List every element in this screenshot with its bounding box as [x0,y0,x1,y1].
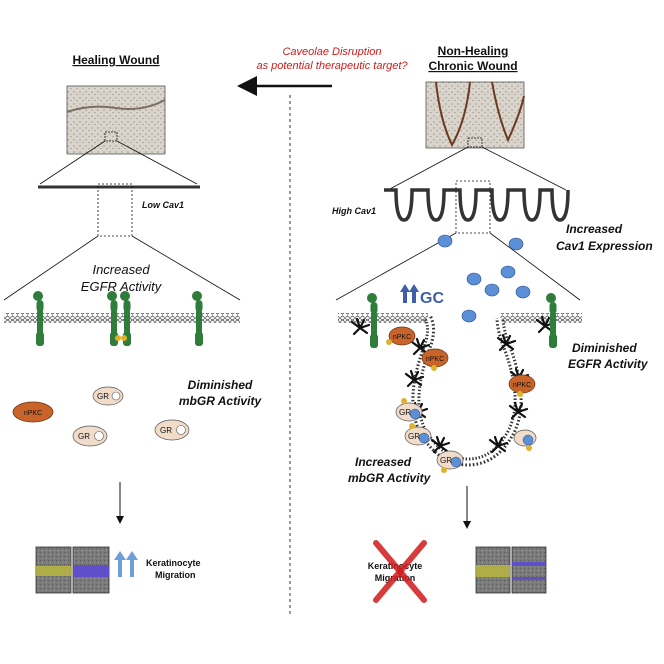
target-text-2: as potential therapeutic target? [256,60,408,72]
high-cav1-label: High Cav1 [332,206,376,216]
svg-text:nPKC: nPKC [393,334,411,341]
left-migration-label-2: Migration [155,570,196,580]
right-egfr-label-1: Diminished [572,341,637,355]
left-mbgr-label-2: mbGR Activity [179,394,263,408]
gc-up-arrows [400,284,419,303]
gr-molecule: GR [436,450,464,470]
npkc-molecule [12,401,54,423]
gc-molecules [437,234,531,323]
svg-text:nPKC: nPKC [513,382,531,389]
left-migration-images [35,546,110,594]
npkc-molecule: nPKC [508,374,536,394]
gr-molecule: GR [92,386,124,406]
svg-text:GR: GR [399,408,411,417]
phospho-dot [115,335,121,341]
target-text-1: Caveolae Disruption [282,46,381,58]
gr-molecule: GR [404,426,432,446]
healing-tissue-image [66,85,166,155]
left-egfr-label-2: EGFR Activity [81,279,163,294]
gr-label: GR [160,426,172,435]
svg-text:GR: GR [408,432,420,441]
cav1-expression-label-2: Cav1 Expression [556,239,653,253]
npkc-molecule: nPKC [421,348,449,368]
low-cav1-label: Low Cav1 [142,200,184,210]
left-egfr-label-1: Increased [92,262,150,277]
up-arrows [114,551,138,577]
zoom-box-right [455,180,491,234]
cav1-expression-label-1: Increased [566,222,623,236]
right-migration-images [475,546,547,594]
npkc-label: nPKC [24,410,42,417]
left-mbgr-label-1: Diminished [188,378,253,392]
chronic-tissue-image [425,81,525,149]
gc-label: GC [420,290,444,307]
right-lipid-bilayer [338,313,582,467]
right-egfr-label-2: EGFR Activity [568,357,649,371]
left-migration-label-1: Keratinocyte [146,558,201,568]
zoom-box-left [97,183,133,237]
gr-molecule: GR [154,419,190,441]
gr-label: GR [78,432,90,441]
chronic-wound-title-1: Non-Healing [438,44,509,58]
gr-molecule [513,429,537,447]
right-mbgr-label-1: Increased [355,455,412,469]
svg-text:nPKC: nPKC [426,356,444,363]
healing-wound-title: Healing Wound [72,53,159,67]
gr-label: GR [97,392,109,401]
high-cav1-membrane [384,188,570,222]
left-lipid-bilayer [4,313,240,323]
blocked-x-icon [373,540,427,603]
gr-molecule: GR [72,425,108,447]
right-mbgr-label-2: mbGR Activity [348,471,432,485]
phospho-dot [121,335,127,341]
gr-molecule: GR [395,402,423,422]
npkc-molecule: nPKC [388,326,416,346]
svg-text:GR: GR [440,456,452,465]
chronic-wound-title-2: Chronic Wound [428,59,517,73]
